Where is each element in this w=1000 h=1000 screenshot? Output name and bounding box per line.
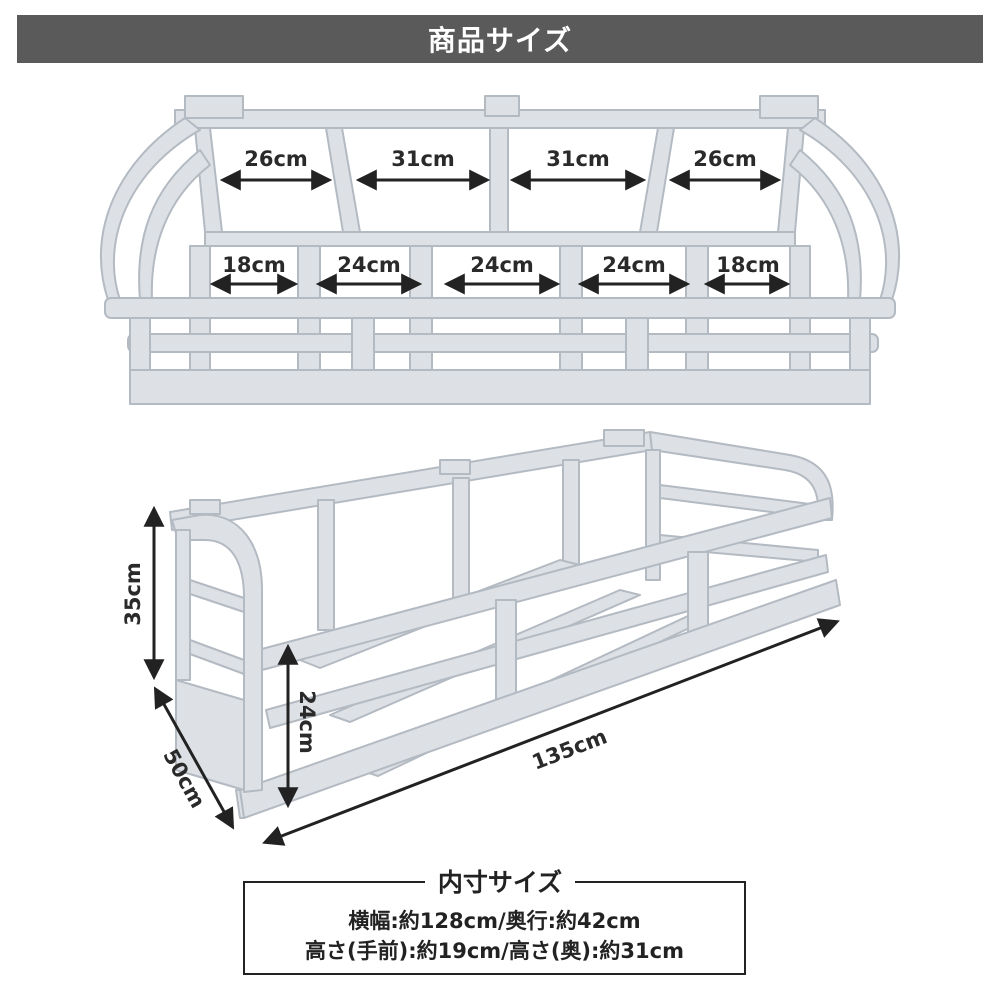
upper-dim-3: 31cm [546,147,610,171]
upper-dim-1: 26cm [244,147,308,171]
header-title: 商品サイズ [427,24,573,57]
upper-dim-2: 31cm [391,147,455,171]
upper-dim-4: 26cm [693,147,757,171]
side-dimension-labels: 35cm 24cm 50cm 135cm [121,562,610,812]
top-dimension-labels: 26cm 31cm 31cm 26cm 18cm 24cm 24cm 24cm … [222,147,780,277]
lower-dim-1: 18cm [222,253,286,277]
inner-size-line-1: 横幅:約128cm/奥行:約42cm [348,909,641,933]
height-total-label: 35cm [121,562,145,626]
lower-dim-5: 18cm [716,253,780,277]
lower-dim-4: 24cm [602,253,666,277]
perspective-rack [169,429,841,819]
width-label: 135cm [529,724,611,774]
lower-dim-2: 24cm [337,253,401,277]
top-dimension-arrows [209,169,791,295]
lower-dim-3: 24cm [470,253,534,277]
side-dimension-arrows [143,505,840,846]
top-view-rack [99,95,901,405]
header-bar: 商品サイズ [17,15,983,63]
height-front-label: 24cm [295,690,319,754]
inner-size-title: 内寸サイズ [425,866,575,900]
inner-size-line-2: 高さ(手前):約19cm/高さ(奥):約31cm [305,939,684,963]
